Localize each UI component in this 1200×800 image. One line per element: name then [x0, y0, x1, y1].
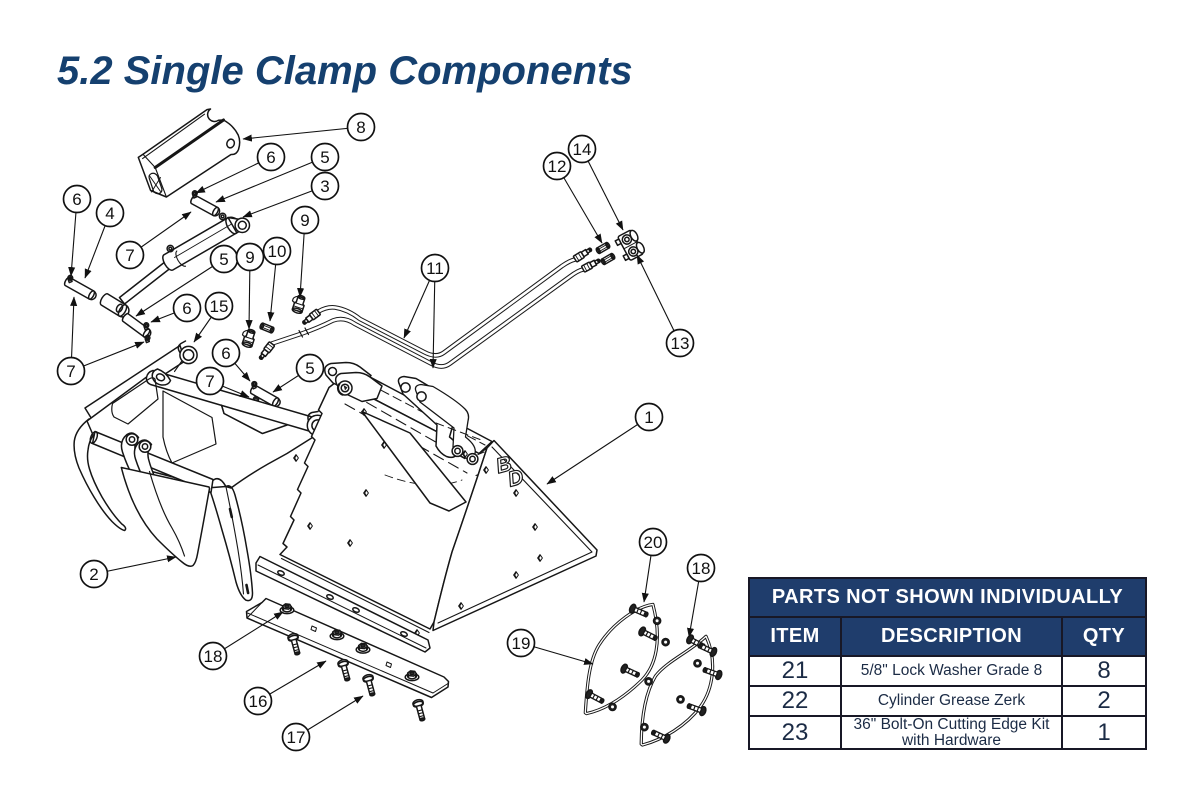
svg-text:6: 6 [182, 299, 191, 318]
svg-text:12: 12 [548, 157, 567, 176]
svg-text:7: 7 [66, 362, 75, 381]
svg-text:16: 16 [249, 692, 268, 711]
svg-text:20: 20 [644, 533, 663, 552]
svg-text:2: 2 [89, 565, 98, 584]
svg-text:4: 4 [105, 204, 114, 223]
svg-text:14: 14 [573, 140, 592, 159]
svg-text:3: 3 [320, 177, 329, 196]
svg-text:18: 18 [204, 647, 223, 666]
svg-text:5: 5 [219, 250, 228, 269]
svg-text:18: 18 [692, 559, 711, 578]
svg-text:6: 6 [221, 344, 230, 363]
svg-text:1: 1 [644, 408, 653, 427]
svg-text:B: B [494, 452, 515, 478]
svg-text:19: 19 [512, 634, 531, 653]
svg-text:9: 9 [300, 211, 309, 230]
svg-text:7: 7 [125, 246, 134, 265]
svg-text:6: 6 [266, 148, 275, 167]
svg-text:5: 5 [305, 359, 314, 378]
svg-text:6: 6 [72, 190, 81, 209]
svg-text:5: 5 [320, 148, 329, 167]
svg-text:17: 17 [287, 728, 306, 747]
svg-text:13: 13 [671, 334, 690, 353]
svg-text:10: 10 [268, 242, 287, 261]
svg-text:15: 15 [210, 297, 229, 316]
svg-text:7: 7 [205, 372, 214, 391]
svg-text:11: 11 [426, 259, 444, 278]
svg-text:8: 8 [356, 118, 365, 137]
svg-text:9: 9 [245, 248, 254, 267]
svg-text:D: D [506, 465, 527, 491]
